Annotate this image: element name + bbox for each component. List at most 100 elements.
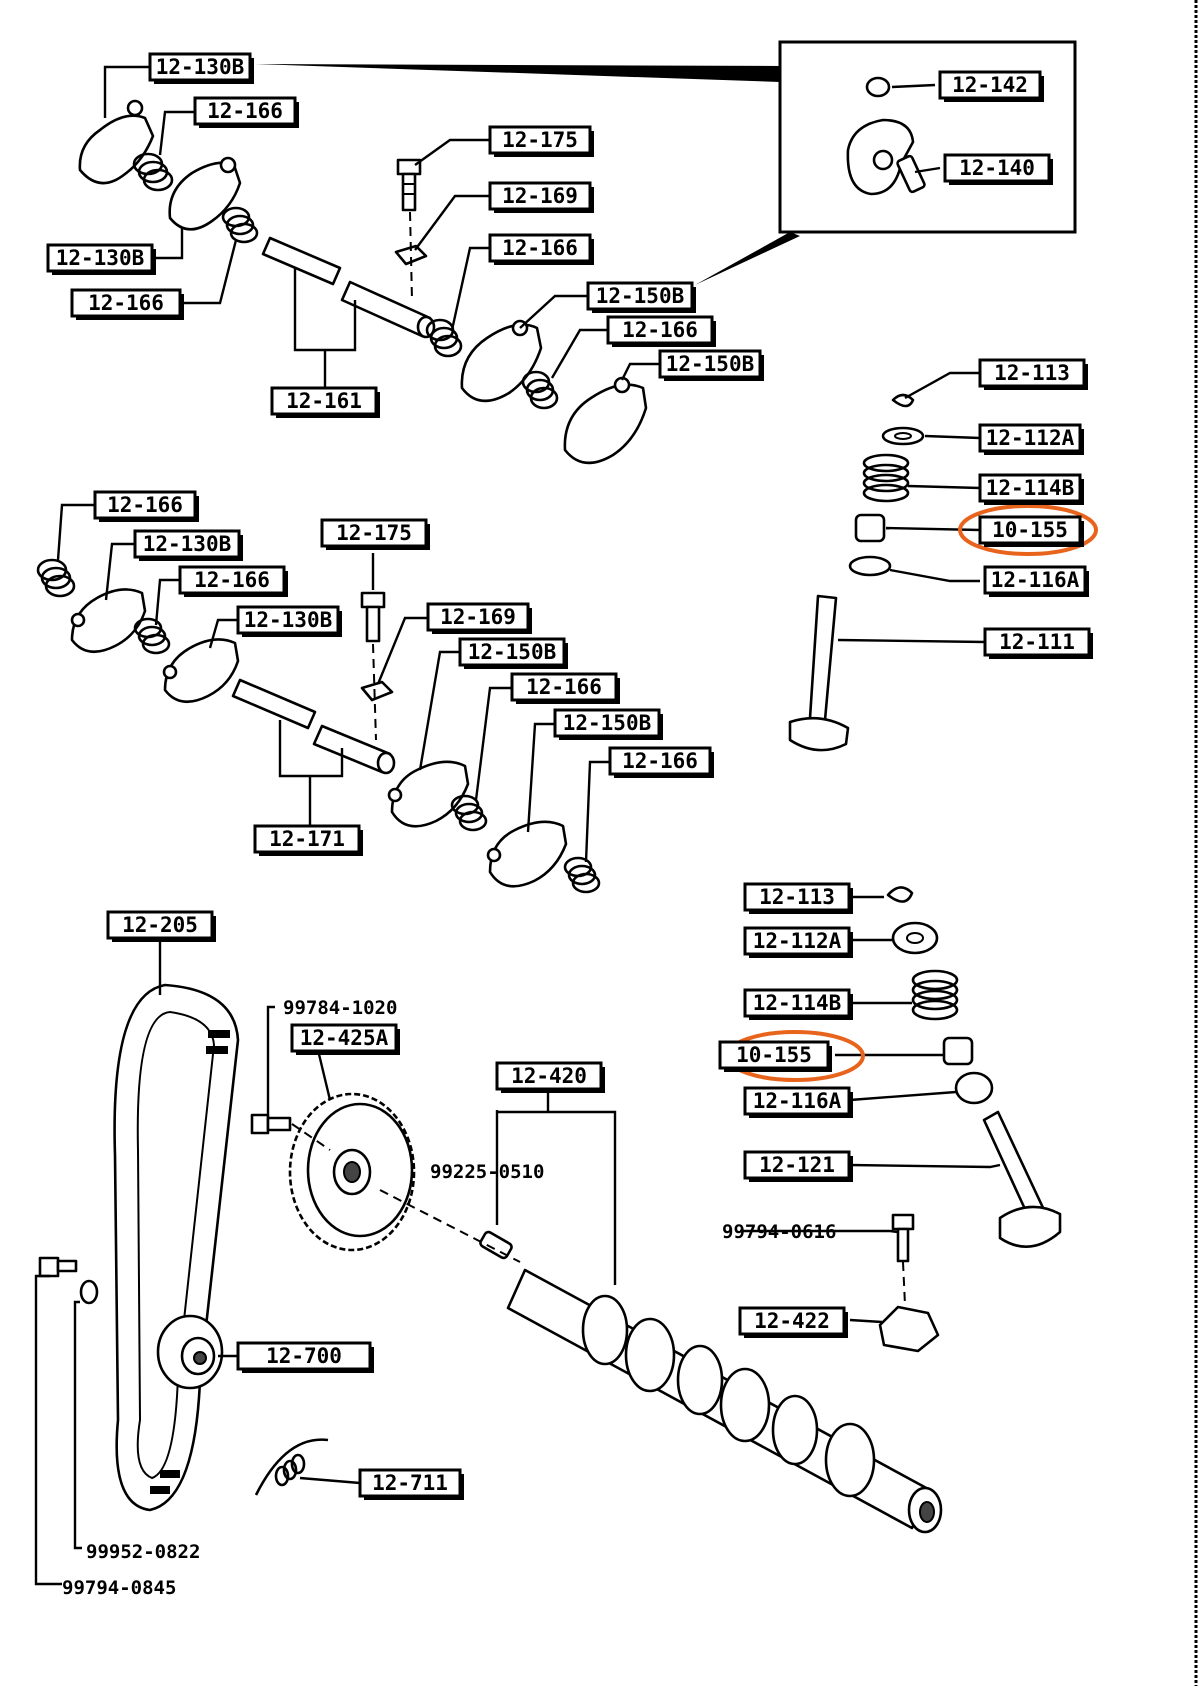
bolt-mid <box>360 591 386 643</box>
callout-timing-tensioner-bolt: 99794-0845 <box>62 1577 176 1599</box>
intake-spring <box>862 453 910 503</box>
callout-text: 12-111 <box>999 630 1075 654</box>
callout-intake-valve-retainer: 12-112A <box>978 423 1084 455</box>
callout-top-group-spring-a: 12-166 <box>193 96 299 128</box>
callout-middle-group-spring-c: 12-166 <box>510 672 620 704</box>
mid-rocker-arm-b <box>163 638 240 704</box>
callout-text: 12-166 <box>107 493 183 517</box>
callout-text: 12-166 <box>194 568 270 592</box>
rocker-arm-b <box>168 161 242 231</box>
callout-timing-belt: 12-205 <box>106 910 216 942</box>
callout-text: 12-112A <box>986 426 1075 450</box>
timing-group <box>34 940 943 1586</box>
callout-intake-valve-spring: 12-114B <box>978 473 1084 505</box>
intake-seat <box>848 555 892 577</box>
callout-timing-pulley: 12-425A <box>290 1023 400 1055</box>
callout-text: 12-130B <box>143 532 232 556</box>
tensioner-spring <box>254 1438 329 1496</box>
callout-top-group-rocker-arm-a: 12-130B <box>148 52 254 84</box>
bolt-top <box>396 158 422 212</box>
callout-text: 12-130B <box>244 608 333 632</box>
callout-text: 12-700 <box>266 1344 342 1368</box>
callout-top-group-inset-nut: 12-142 <box>938 70 1044 102</box>
exhaust-seat <box>954 1071 994 1105</box>
callout-middle-group-spring-d: 12-166 <box>608 746 714 778</box>
callout-top-group-rocker-arm-b: 12-130B <box>46 243 156 275</box>
callout-middle-group-rocker-arm-b: 12-130B <box>236 605 342 637</box>
callout-exhaust-valve-seat: 12-116A <box>743 1086 853 1118</box>
inset-connector-top <box>255 64 780 82</box>
rocker-arm-d <box>563 383 648 465</box>
callout-text: 12-113 <box>759 885 835 909</box>
callout-middle-group-washer: 12-169 <box>426 602 532 634</box>
callout-middle-group-spring-a: 12-166 <box>93 490 199 522</box>
spring-d <box>521 370 559 410</box>
callout-intake-valve-seal: 10-155 <box>978 515 1084 547</box>
exhaust-valve <box>982 1110 1062 1248</box>
callout-text: 12-171 <box>269 827 345 851</box>
intake-valve <box>788 594 850 752</box>
intake-seal <box>854 513 886 543</box>
rocker-shaft-top <box>261 236 436 339</box>
callout-timing-cap: 12-422 <box>738 1306 848 1338</box>
callout-intake-valve-seat: 12-116A <box>983 565 1089 597</box>
callout-exhaust-valve-keeper: 12-113 <box>743 882 853 914</box>
callout-timing-tensioner-spring: 12-711 <box>358 1468 464 1500</box>
callout-text: 12-114B <box>753 991 842 1015</box>
tensioner-bolt <box>38 1256 78 1278</box>
callout-text: 12-420 <box>511 1064 587 1088</box>
inset-connector-bottom <box>695 232 800 285</box>
washer-small <box>79 1279 99 1305</box>
callout-text: 12-166 <box>622 318 698 342</box>
callout-text: 12-112A <box>753 929 842 953</box>
callout-middle-group-rocker-arm-d: 12-150B <box>553 708 663 740</box>
callout-middle-group-rocker-arm-c: 12-150B <box>458 637 568 669</box>
callout-text: 12-140 <box>959 156 1035 180</box>
callout-middle-group-rocker-arm-a: 12-130B <box>133 529 243 561</box>
callout-text: 12-166 <box>88 291 164 315</box>
callout-top-group-spring-c: 12-166 <box>488 233 594 265</box>
callout-text: 12-166 <box>207 99 283 123</box>
exhaust-keeper <box>886 886 914 903</box>
callout-text: 10-155 <box>992 518 1068 542</box>
callout-text: 12-116A <box>991 568 1080 592</box>
callout-timing-pulley-bolt: 99784-1020 <box>283 997 397 1019</box>
callout-text: 12-150B <box>666 352 755 376</box>
inset-nut <box>865 76 891 98</box>
pulley-bolt <box>250 1113 292 1135</box>
callout-top-group-shaft: 12-161 <box>270 386 380 418</box>
mid-rocker-arm-a <box>70 588 147 654</box>
highlight-intake-seal <box>958 504 1098 556</box>
callout-text: 12-161 <box>286 389 362 413</box>
rocker-shaft-mid <box>231 678 396 775</box>
exhaust-seal <box>942 1036 974 1066</box>
callout-timing-pin: 99225-0510 <box>430 1161 544 1183</box>
mid-spring-b <box>133 617 171 655</box>
callout-text: 12-205 <box>122 913 198 937</box>
callout-text: 12-711 <box>372 1471 448 1495</box>
camshaft <box>506 1268 943 1534</box>
callout-text: 12-130B <box>56 246 145 270</box>
callout-top-group-bolt: 12-175 <box>488 125 594 157</box>
cam-cap <box>878 1305 940 1353</box>
intake-keeper <box>891 393 915 408</box>
middle-rocker-group <box>36 503 610 894</box>
callout-text: 12-150B <box>563 711 652 735</box>
callout-text: 12-422 <box>754 1309 830 1333</box>
dowel-pin <box>479 1230 513 1260</box>
washer-top <box>394 244 428 266</box>
callout-text: 12-130B <box>156 55 245 79</box>
callout-text: 12-121 <box>759 1153 835 1177</box>
callout-text: 12-116A <box>753 1089 842 1113</box>
callout-text: 12-425A <box>300 1026 389 1050</box>
callout-exhaust-valve-retainer: 12-112A <box>743 926 853 958</box>
callout-text: 12-114B <box>986 476 1075 500</box>
callout-middle-group-shaft: 12-171 <box>253 824 363 856</box>
callout-middle-group-bolt: 12-175 <box>320 518 430 550</box>
mid-spring-a <box>36 558 76 598</box>
callout-text: 12-150B <box>596 284 685 308</box>
mid-spring-c <box>450 794 488 832</box>
intake-valve-assembly <box>788 371 986 752</box>
washer-mid <box>360 680 394 702</box>
